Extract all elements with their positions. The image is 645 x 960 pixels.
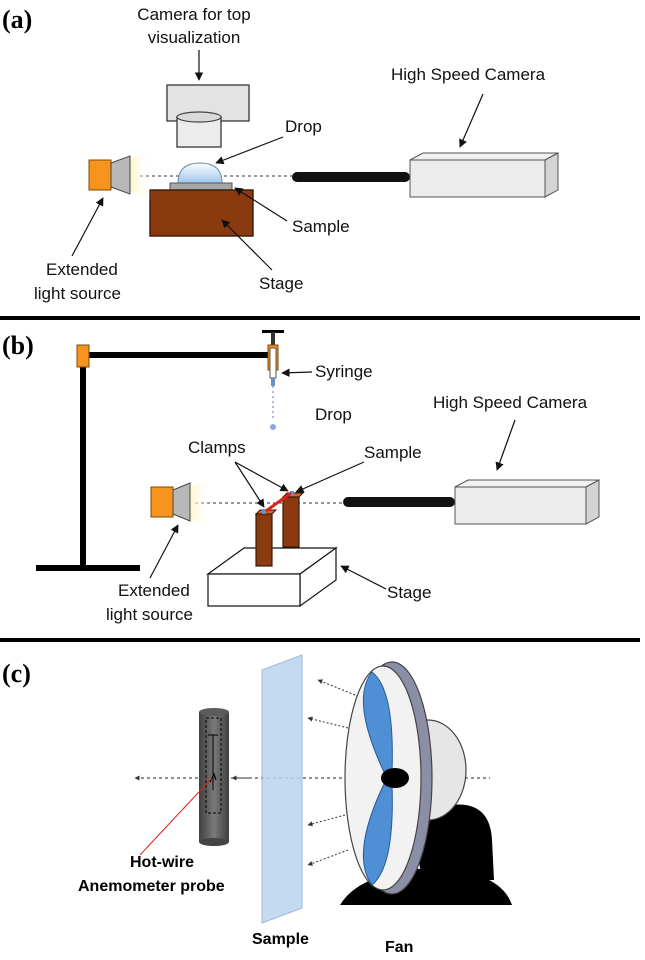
top-camera <box>166 84 250 148</box>
hot-wire-probe <box>199 708 229 846</box>
fan <box>340 661 512 905</box>
sample-plate-a <box>169 182 233 191</box>
light-source-b <box>150 479 210 527</box>
clamps-label: Clamps <box>188 438 246 457</box>
divider-ab <box>0 316 640 320</box>
panel-a: (a) Camera for top visualization <box>2 5 559 303</box>
panel-a-tag: (a) <box>2 5 32 34</box>
probe-label-2: Anemometer probe <box>78 878 225 895</box>
high-speed-camera-label-b: High Speed Camera <box>433 393 588 412</box>
sample-arrow-a <box>234 187 288 222</box>
stage-arrow-a <box>221 219 273 271</box>
hsc-arrow-a <box>459 93 484 148</box>
drop-arrow-a <box>215 136 284 165</box>
panel-b: (b) Syringe Drop <box>2 330 600 624</box>
light-label-a-1: Extended <box>46 260 118 279</box>
clamps <box>254 491 305 567</box>
high-speed-camera-label-a: High Speed Camera <box>391 65 546 84</box>
panel-c-tag: (c) <box>2 659 31 688</box>
camera-top-label-2: visualization <box>148 28 241 47</box>
sample-strip-b <box>265 491 292 513</box>
sample-label-c: Sample <box>252 931 309 948</box>
light-label-b-1: Extended <box>118 581 190 600</box>
clamps-arrow-2 <box>234 461 289 492</box>
panel-b-tag: (b) <box>2 331 34 360</box>
high-speed-camera-b <box>343 479 600 525</box>
light-arrow-a <box>71 197 104 257</box>
airflow-arrows <box>231 679 356 866</box>
sample-label-b: Sample <box>364 443 422 462</box>
panel-c: (c) Hot-wire Anemometer probe Sample <box>2 654 512 956</box>
clamps-arrow-1 <box>234 461 265 508</box>
probe-label-1: Hot-wire <box>130 854 194 871</box>
drop-label-b: Drop <box>315 405 352 424</box>
light-arrow-b <box>149 524 179 579</box>
light-label-b-2: light source <box>106 605 193 624</box>
stage-label-b: Stage <box>387 583 431 602</box>
high-speed-camera-a <box>292 152 559 198</box>
stage-label-a: Stage <box>259 274 303 293</box>
drop-label-a: Drop <box>285 117 322 136</box>
camera-top-label-1: Camera for top <box>137 5 250 24</box>
stage-a <box>149 189 254 237</box>
drop-a <box>177 162 223 184</box>
syringe-arrow <box>281 368 313 377</box>
sample-panel-c <box>261 654 303 924</box>
light-label-a-2: light source <box>34 284 121 303</box>
syringe <box>262 330 284 430</box>
light-source-a <box>88 150 152 200</box>
sample-arrow-b <box>295 461 365 493</box>
stage-arrow-b <box>340 565 387 590</box>
divider-bc <box>0 638 640 642</box>
sample-label-a: Sample <box>292 217 350 236</box>
syringe-label: Syringe <box>315 362 373 381</box>
probe-pointer <box>139 777 213 856</box>
fan-label: Fan <box>385 939 413 956</box>
hsc-arrow-b <box>495 419 516 471</box>
retort-stand <box>36 344 274 571</box>
